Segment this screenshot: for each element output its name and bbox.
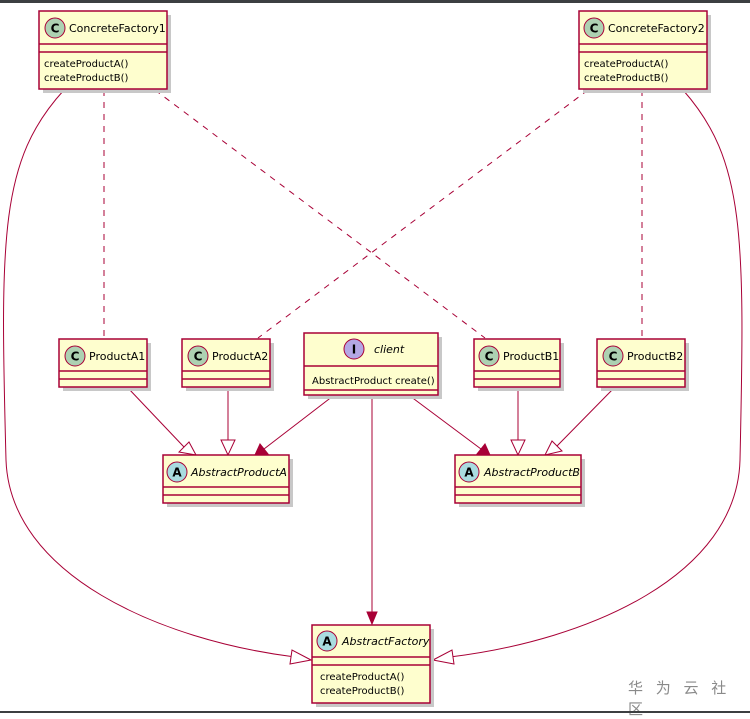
inherit-productb2-arrow bbox=[544, 440, 563, 456]
method-create-product-a: createProductA() bbox=[44, 59, 128, 70]
class-badge-letter: C bbox=[590, 22, 599, 36]
inherit-producta2-arrow bbox=[220, 439, 236, 457]
inherit-productb2-line bbox=[556, 387, 615, 447]
assoc-client-factory-arrow bbox=[366, 611, 378, 626]
abstract-product-b-class: A AbstractProductB bbox=[454, 454, 585, 507]
dep-cf1-productb1 bbox=[154, 89, 486, 339]
class-name: ConcreteFactory1 bbox=[69, 22, 166, 35]
class-badge-icon bbox=[64, 345, 86, 367]
method-create: AbstractProduct create() bbox=[312, 376, 435, 387]
bottom-border bbox=[0, 711, 750, 713]
assoc-client-productb-arrow bbox=[476, 443, 491, 456]
client-interface: I client AbstractProduct create() bbox=[303, 332, 442, 399]
assoc-client-producta-arrow bbox=[254, 443, 269, 456]
product-b2-class: C ProductB2 bbox=[596, 338, 689, 391]
assoc-client-producta-line bbox=[263, 395, 334, 450]
interface-name: client bbox=[374, 343, 405, 356]
class-badge-icon bbox=[187, 345, 209, 367]
inherit-cf2-factory-arrow bbox=[431, 649, 455, 665]
class-badge-letter: C bbox=[194, 350, 203, 364]
class-name: ProductB1 bbox=[503, 350, 559, 363]
class-name: ConcreteFactory2 bbox=[608, 22, 705, 35]
dep-cf2-producta2 bbox=[257, 89, 589, 339]
concrete-factory-2-class: C ConcreteFactory2 createProductA() crea… bbox=[578, 10, 711, 93]
class-badge-icon bbox=[583, 17, 605, 39]
interface-badge-letter: I bbox=[352, 343, 356, 357]
product-b1-class: C ProductB1 bbox=[473, 338, 564, 391]
abstract-badge-icon bbox=[458, 461, 480, 483]
inherit-cf1-factory-arrow bbox=[289, 649, 313, 665]
abstract-badge-letter: A bbox=[322, 635, 332, 649]
inherit-cf1-factory-line bbox=[3, 89, 296, 658]
class-badge-icon bbox=[478, 345, 500, 367]
class-badge-icon bbox=[602, 345, 624, 367]
method-create-product-a: createProductA() bbox=[584, 59, 668, 70]
class-badge-letter: C bbox=[71, 350, 80, 364]
class-name: ProductA1 bbox=[89, 350, 145, 363]
class-name: AbstractFactory bbox=[341, 635, 430, 648]
class-badge-icon bbox=[44, 17, 66, 39]
class-badge-letter: C bbox=[51, 22, 60, 36]
class-name: AbstractProductA bbox=[190, 466, 287, 479]
method-create-product-b: createProductB() bbox=[584, 73, 668, 84]
top-border bbox=[0, 0, 750, 3]
abstract-product-a-class: A AbstractProductA bbox=[162, 454, 293, 507]
method-create-product-b: createProductB() bbox=[44, 73, 128, 84]
inherit-producta1-line bbox=[127, 387, 185, 448]
class-name: ProductA2 bbox=[212, 350, 268, 363]
assoc-client-productb-line bbox=[409, 395, 482, 450]
abstract-factory-class: A AbstractFactory createProductA() creat… bbox=[311, 624, 434, 707]
method-create-product-a: createProductA() bbox=[320, 672, 404, 683]
inherit-productb1-arrow bbox=[510, 439, 526, 457]
abstract-badge-icon bbox=[316, 630, 338, 652]
interface-badge-icon bbox=[343, 338, 365, 360]
abstract-badge-letter: A bbox=[172, 466, 182, 480]
class-badge-letter: C bbox=[609, 350, 618, 364]
inherit-producta1-arrow bbox=[177, 441, 197, 456]
class-badge-letter: C bbox=[485, 350, 494, 364]
product-a1-class: C ProductA1 bbox=[58, 338, 151, 391]
product-a2-class: C ProductA2 bbox=[181, 338, 274, 391]
inherit-cf2-factory-line bbox=[449, 89, 743, 658]
class-name: AbstractProductB bbox=[483, 466, 580, 479]
abstract-badge-letter: A bbox=[464, 466, 474, 480]
concrete-factory-1-class: C ConcreteFactory1 createProductA() crea… bbox=[38, 10, 171, 93]
abstract-badge-icon bbox=[166, 461, 188, 483]
method-create-product-b: createProductB() bbox=[320, 686, 404, 697]
class-name: ProductB2 bbox=[627, 350, 683, 363]
